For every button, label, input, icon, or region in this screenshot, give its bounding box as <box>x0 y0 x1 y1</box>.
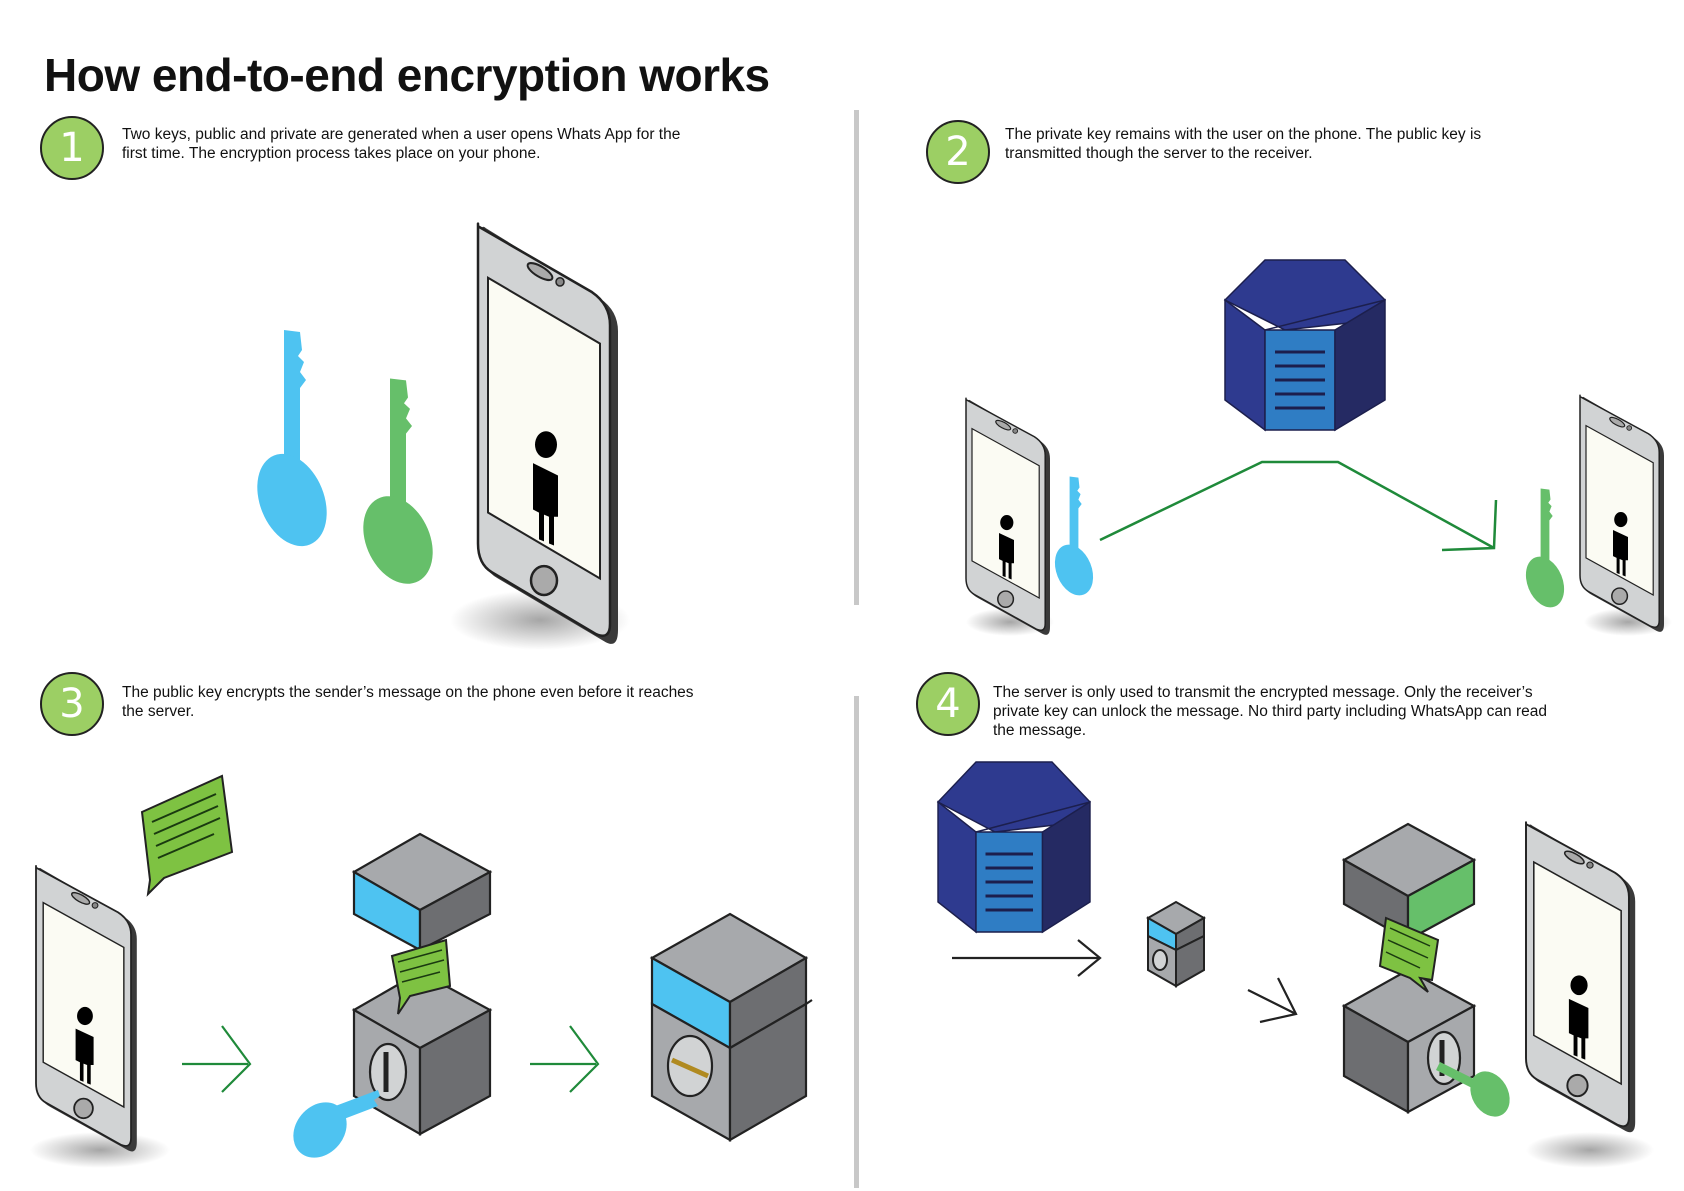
message-bubble-icon <box>140 774 234 897</box>
server-icon <box>1223 258 1387 432</box>
panel-3-illustration <box>30 774 813 1168</box>
transmit-arrow-icon <box>1099 460 1498 552</box>
lockbox-closed-icon <box>649 912 813 1142</box>
message-bubble-icon <box>1378 916 1440 993</box>
sender-smartphone-icon <box>965 397 1051 636</box>
arrow-icon <box>530 1025 600 1093</box>
private-key-icon <box>1436 1062 1510 1117</box>
step-1-text: Two keys, public and private are generat… <box>122 126 681 162</box>
arrow-icon <box>952 939 1102 977</box>
arrow-icon <box>1247 977 1298 1024</box>
step-3-text: The public key encrypts the sender’s mes… <box>122 684 694 720</box>
private-key-icon <box>350 378 446 594</box>
step-2-text: The private key remains with the user on… <box>1005 126 1482 162</box>
receiver-private-key-icon <box>1518 488 1572 614</box>
public-key-icon <box>244 330 340 557</box>
vertical-divider-bottom <box>854 696 859 1188</box>
page-title: How end-to-end encryption works <box>44 49 770 101</box>
panel-4-illustration <box>936 760 1654 1168</box>
arrow-icon <box>182 1025 252 1093</box>
step-2-badge: 2 <box>926 120 990 184</box>
step-4-text: The server is only used to transmit the … <box>993 684 1547 739</box>
receiver-smartphone-icon <box>1579 394 1665 633</box>
small-lockbox-icon <box>1145 900 1207 988</box>
smartphone-icon <box>476 222 620 646</box>
panel-1-illustration <box>244 222 630 650</box>
receiver-smartphone-icon <box>1525 821 1637 1134</box>
sender-public-key-icon <box>1047 476 1101 602</box>
step-3-badge: 3 <box>40 672 104 736</box>
panel-2-illustration <box>965 258 1672 636</box>
step-1-badge: 1 <box>40 116 104 180</box>
lockbox-open-icon <box>351 832 493 1136</box>
lockbox-unlocked-icon <box>1341 822 1477 1114</box>
public-key-icon <box>293 1090 380 1158</box>
step-4-badge: 4 <box>916 672 980 736</box>
server-icon <box>936 760 1092 934</box>
sender-smartphone-icon <box>35 864 138 1153</box>
vertical-divider-top <box>854 110 859 605</box>
message-bubble-icon <box>390 938 452 1015</box>
